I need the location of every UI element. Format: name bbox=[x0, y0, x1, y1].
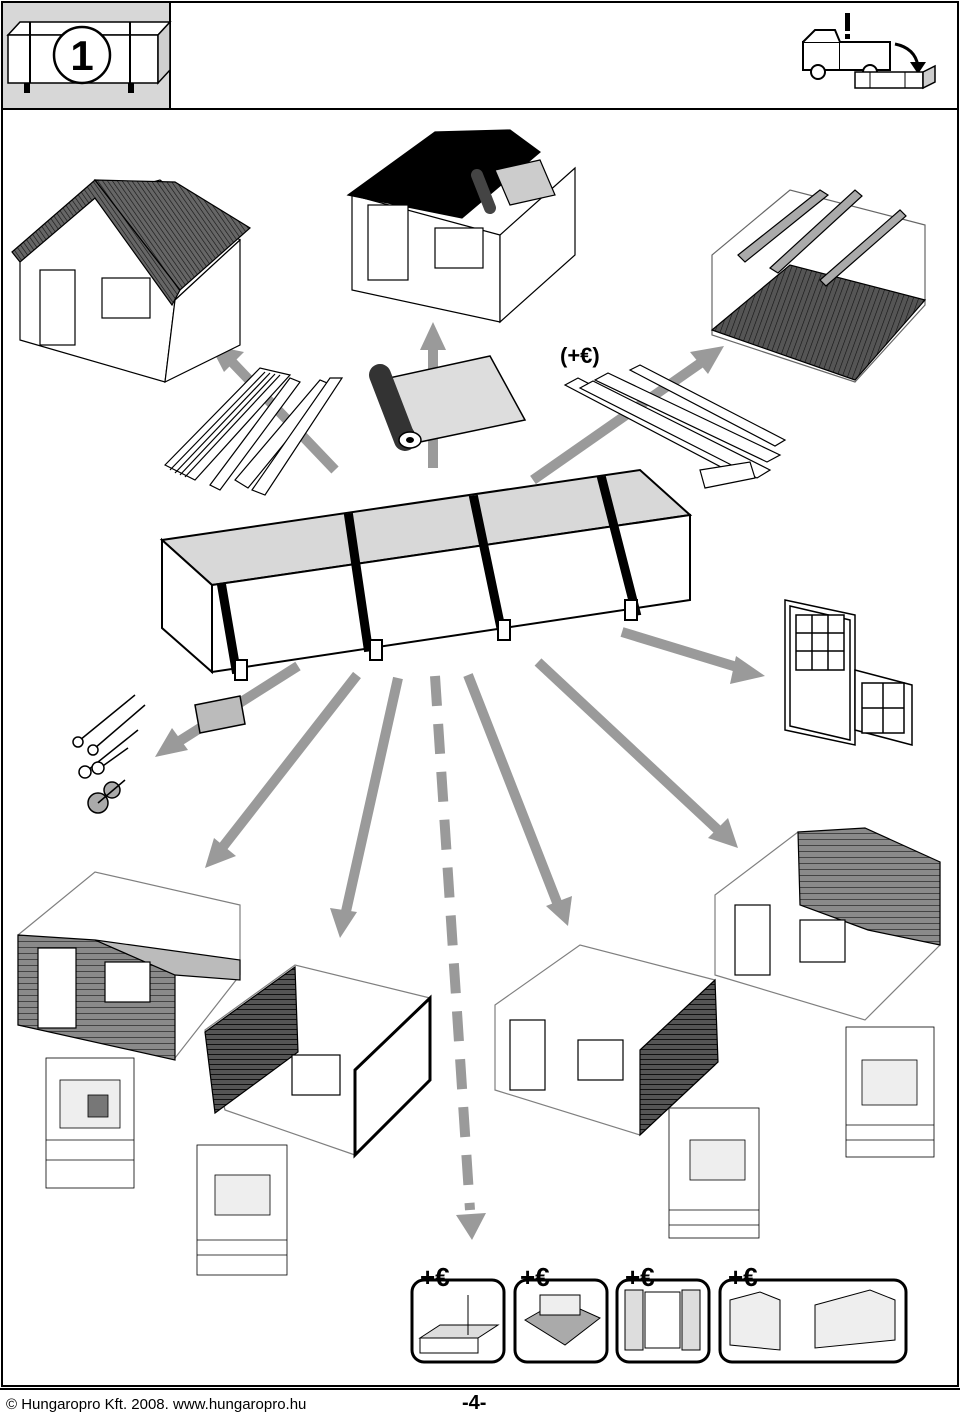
door-window-icon bbox=[784, 599, 913, 746]
house-back-wall bbox=[714, 827, 941, 1021]
roof-boards-bundle bbox=[163, 367, 344, 496]
house-floor-frame bbox=[710, 189, 927, 383]
page-number: -4- bbox=[462, 1392, 487, 1414]
house-roofing-felt bbox=[346, 129, 576, 324]
footer-copyright: © Hungaropro Kft. 2008. www.hungaropro.h… bbox=[6, 1396, 307, 1413]
nails-screws-icon bbox=[72, 694, 246, 814]
technical-drawing-sheets bbox=[45, 1026, 935, 1276]
extras-panel: +€ +€ +€ +€ bbox=[410, 1262, 908, 1364]
arrow-to-front-wall bbox=[218, 671, 361, 852]
house-side-wall-right bbox=[494, 944, 719, 1137]
extra-price-2: +€ bbox=[520, 1262, 550, 1292]
arrow-to-side-wall-right bbox=[463, 673, 563, 907]
roofing-felt-roll bbox=[369, 355, 527, 451]
extra-price-1: +€ bbox=[420, 1262, 450, 1292]
floor-price-marker: (+€) bbox=[560, 343, 600, 368]
arrow-to-floor bbox=[530, 357, 705, 485]
house-side-wall-left bbox=[204, 964, 432, 1159]
arrow-to-side-wall-left bbox=[340, 676, 403, 918]
package-step-icon: 1 bbox=[6, 20, 172, 93]
footer-rule bbox=[0, 1388, 960, 1390]
extra-price-4: +€ bbox=[728, 1262, 758, 1292]
arrow-to-door-window bbox=[620, 627, 742, 673]
house-roof-boards bbox=[11, 179, 252, 384]
truck-delivery-icon bbox=[802, 13, 936, 90]
house-front-wall bbox=[17, 871, 241, 1061]
header-band: 1 bbox=[1, 1, 959, 110]
extra-price-3: +€ bbox=[625, 1262, 655, 1292]
page-frame bbox=[1, 108, 959, 1387]
floor-boards-bundle bbox=[563, 364, 787, 489]
wood-package-icon bbox=[159, 468, 693, 681]
arrow-dashed-to-extras bbox=[430, 675, 475, 1211]
arrow-to-back-wall bbox=[534, 658, 722, 834]
step-number: 1 bbox=[70, 32, 93, 79]
